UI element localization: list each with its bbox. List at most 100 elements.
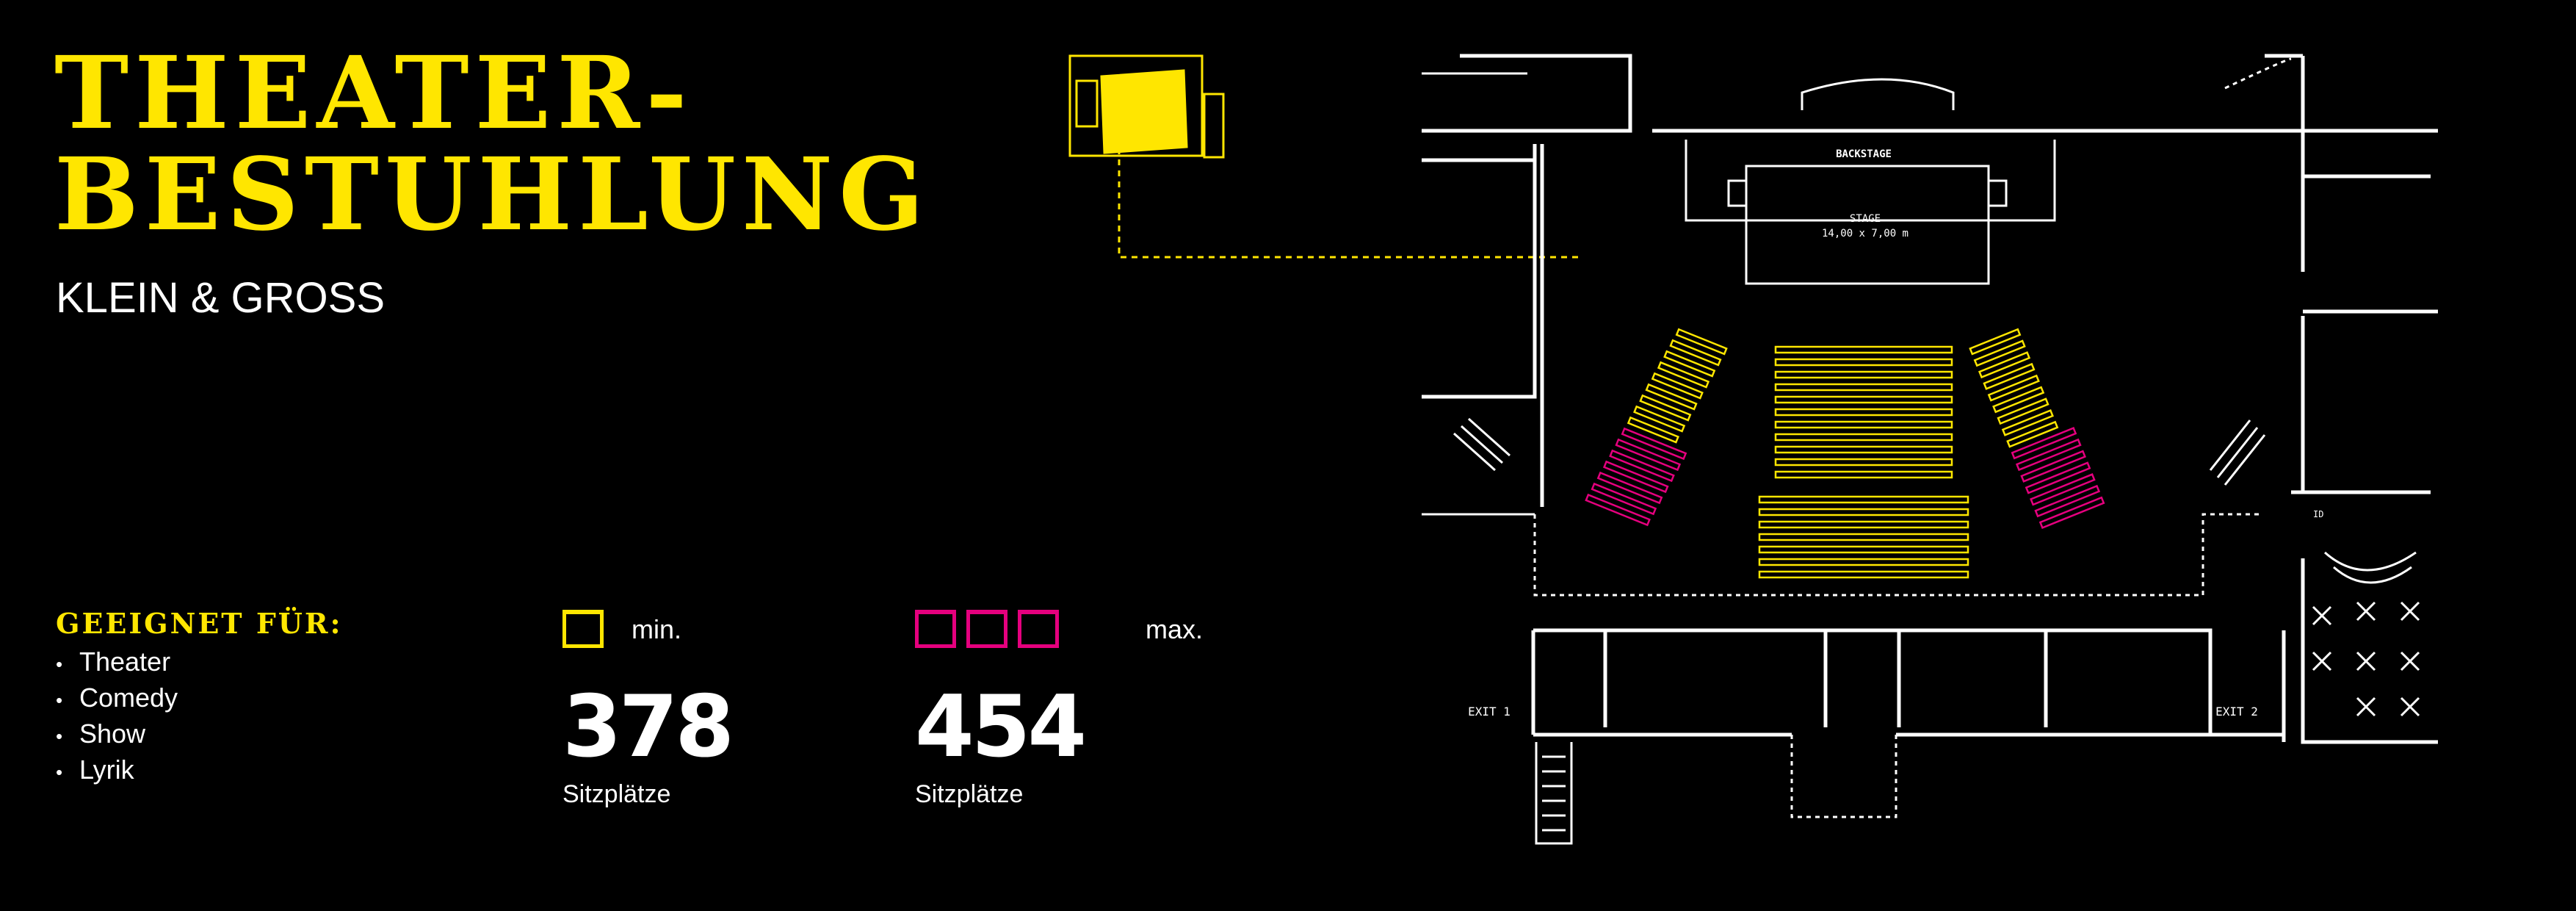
seat-icon-group	[562, 610, 604, 648]
suitable-item: Comedy	[56, 681, 178, 717]
seat-icon	[915, 610, 956, 648]
seat-row	[1591, 482, 1657, 516]
locator-room	[1203, 93, 1225, 159]
seat-row	[1983, 362, 2036, 390]
seat-row	[1651, 372, 1704, 400]
seat-row	[1774, 470, 1953, 479]
hall-boundary	[1533, 57, 2292, 818]
seat-row	[1639, 394, 1692, 422]
seat-row	[1774, 395, 1953, 404]
seat-row	[1645, 383, 1698, 411]
locator-outline	[1068, 54, 1204, 157]
seat-row	[2011, 427, 2077, 460]
seat-row	[2006, 420, 2059, 448]
seat-row	[1596, 471, 1663, 505]
stair-flight	[1535, 742, 1573, 845]
capacity-min-unit: Sitzplätze	[562, 780, 671, 808]
lounge-table	[2400, 696, 2420, 717]
page-title: THEATER- BESTUHLUNG	[54, 43, 930, 245]
lounge-table	[2356, 601, 2376, 622]
wall	[2282, 558, 2438, 744]
seat-row	[1774, 358, 1953, 367]
seat-row	[2038, 496, 2105, 529]
wall	[2291, 309, 2438, 494]
seating-block-front	[1758, 495, 1969, 579]
bar-area	[2312, 551, 2420, 717]
seat-row	[1774, 420, 1953, 429]
stage-area	[1727, 78, 2008, 285]
seat-row	[2025, 461, 2091, 494]
seat-icon-group	[915, 610, 1059, 648]
seat-row	[1774, 383, 1953, 392]
stage-size-label: 14,00 x 7,00 m	[1822, 228, 1909, 240]
suitable-item: Show	[56, 717, 178, 753]
lounge-table	[2400, 601, 2420, 622]
capacity-min-value: 378	[562, 677, 734, 777]
suitable-list: Theater Comedy Show Lyrik	[56, 645, 178, 789]
seat-row	[1621, 427, 1687, 461]
stage-label: STAGE	[1850, 213, 1881, 225]
seat-row	[1774, 408, 1953, 417]
seat-row	[1657, 361, 1710, 389]
seating-block-right	[1969, 328, 2105, 529]
tent-outline	[1790, 735, 1897, 818]
seat-row	[2030, 473, 2096, 506]
seat-row	[1774, 445, 1953, 454]
locator-room	[1075, 79, 1099, 128]
stairs	[1453, 417, 2266, 845]
exit-1-label: EXIT 1	[1468, 705, 1510, 719]
lounge-table	[2356, 696, 2376, 717]
stair-flight	[2209, 420, 2266, 486]
seat-row	[1992, 386, 2045, 414]
seating-block-center	[1774, 345, 1953, 479]
seat-row	[2020, 450, 2086, 483]
stair-steps	[1542, 755, 1566, 832]
wall	[1531, 628, 2213, 735]
id-label: ID	[2313, 509, 2323, 519]
seat-row	[1663, 350, 1716, 378]
seat-row	[1758, 520, 1969, 529]
seat-row	[1987, 374, 2040, 402]
seat-row	[1774, 433, 1953, 442]
backstage-room	[1685, 140, 2056, 222]
suitable-heading: GEEIGNET FÜR:	[56, 607, 343, 640]
wall	[1422, 54, 1632, 133]
seat-icon	[1018, 610, 1059, 648]
title-line-2: BESTUHLUNG	[54, 136, 930, 253]
bar-counter	[2324, 551, 2417, 572]
seat-row	[1758, 558, 1969, 566]
seat-row	[1758, 508, 1969, 516]
seat-row	[1758, 533, 1969, 541]
lounge-table	[2400, 651, 2420, 671]
capacity-max-label: max.	[1146, 614, 1204, 644]
seat-icon	[966, 610, 1007, 648]
wall	[2262, 129, 2438, 179]
seat-row	[2034, 484, 2101, 518]
seat-row	[1758, 570, 1969, 579]
seat-row	[2015, 438, 2082, 472]
wall	[1422, 144, 1537, 399]
seat-row	[1627, 416, 1679, 444]
seat-row	[2001, 408, 2054, 436]
capacity-min-label: min.	[632, 614, 682, 644]
door-arc	[2224, 57, 2292, 90]
seat-icon	[562, 610, 604, 648]
locator-highlight	[1100, 69, 1188, 154]
backstage-label: BACKSTAGE	[1836, 148, 1892, 160]
wall	[1603, 630, 2048, 727]
seat-row	[1669, 339, 1722, 367]
capacity-min: min. 378 Sitzplätze	[562, 610, 734, 808]
stage-step	[1987, 179, 2008, 207]
seat-row	[1997, 397, 2049, 425]
seat-row	[1774, 458, 1953, 467]
seating-block-left	[1585, 328, 1728, 527]
exit-2-label: EXIT 2	[2215, 705, 2258, 719]
locator-leader-line	[1118, 148, 1580, 259]
suitable-item: Theater	[56, 645, 178, 681]
seat-row	[1585, 493, 1651, 527]
seat-row	[1609, 449, 1675, 483]
stage	[1745, 165, 1990, 285]
stair-flight	[1453, 417, 1510, 472]
seat-row	[1774, 345, 1953, 354]
bar-counter	[2333, 566, 2412, 584]
